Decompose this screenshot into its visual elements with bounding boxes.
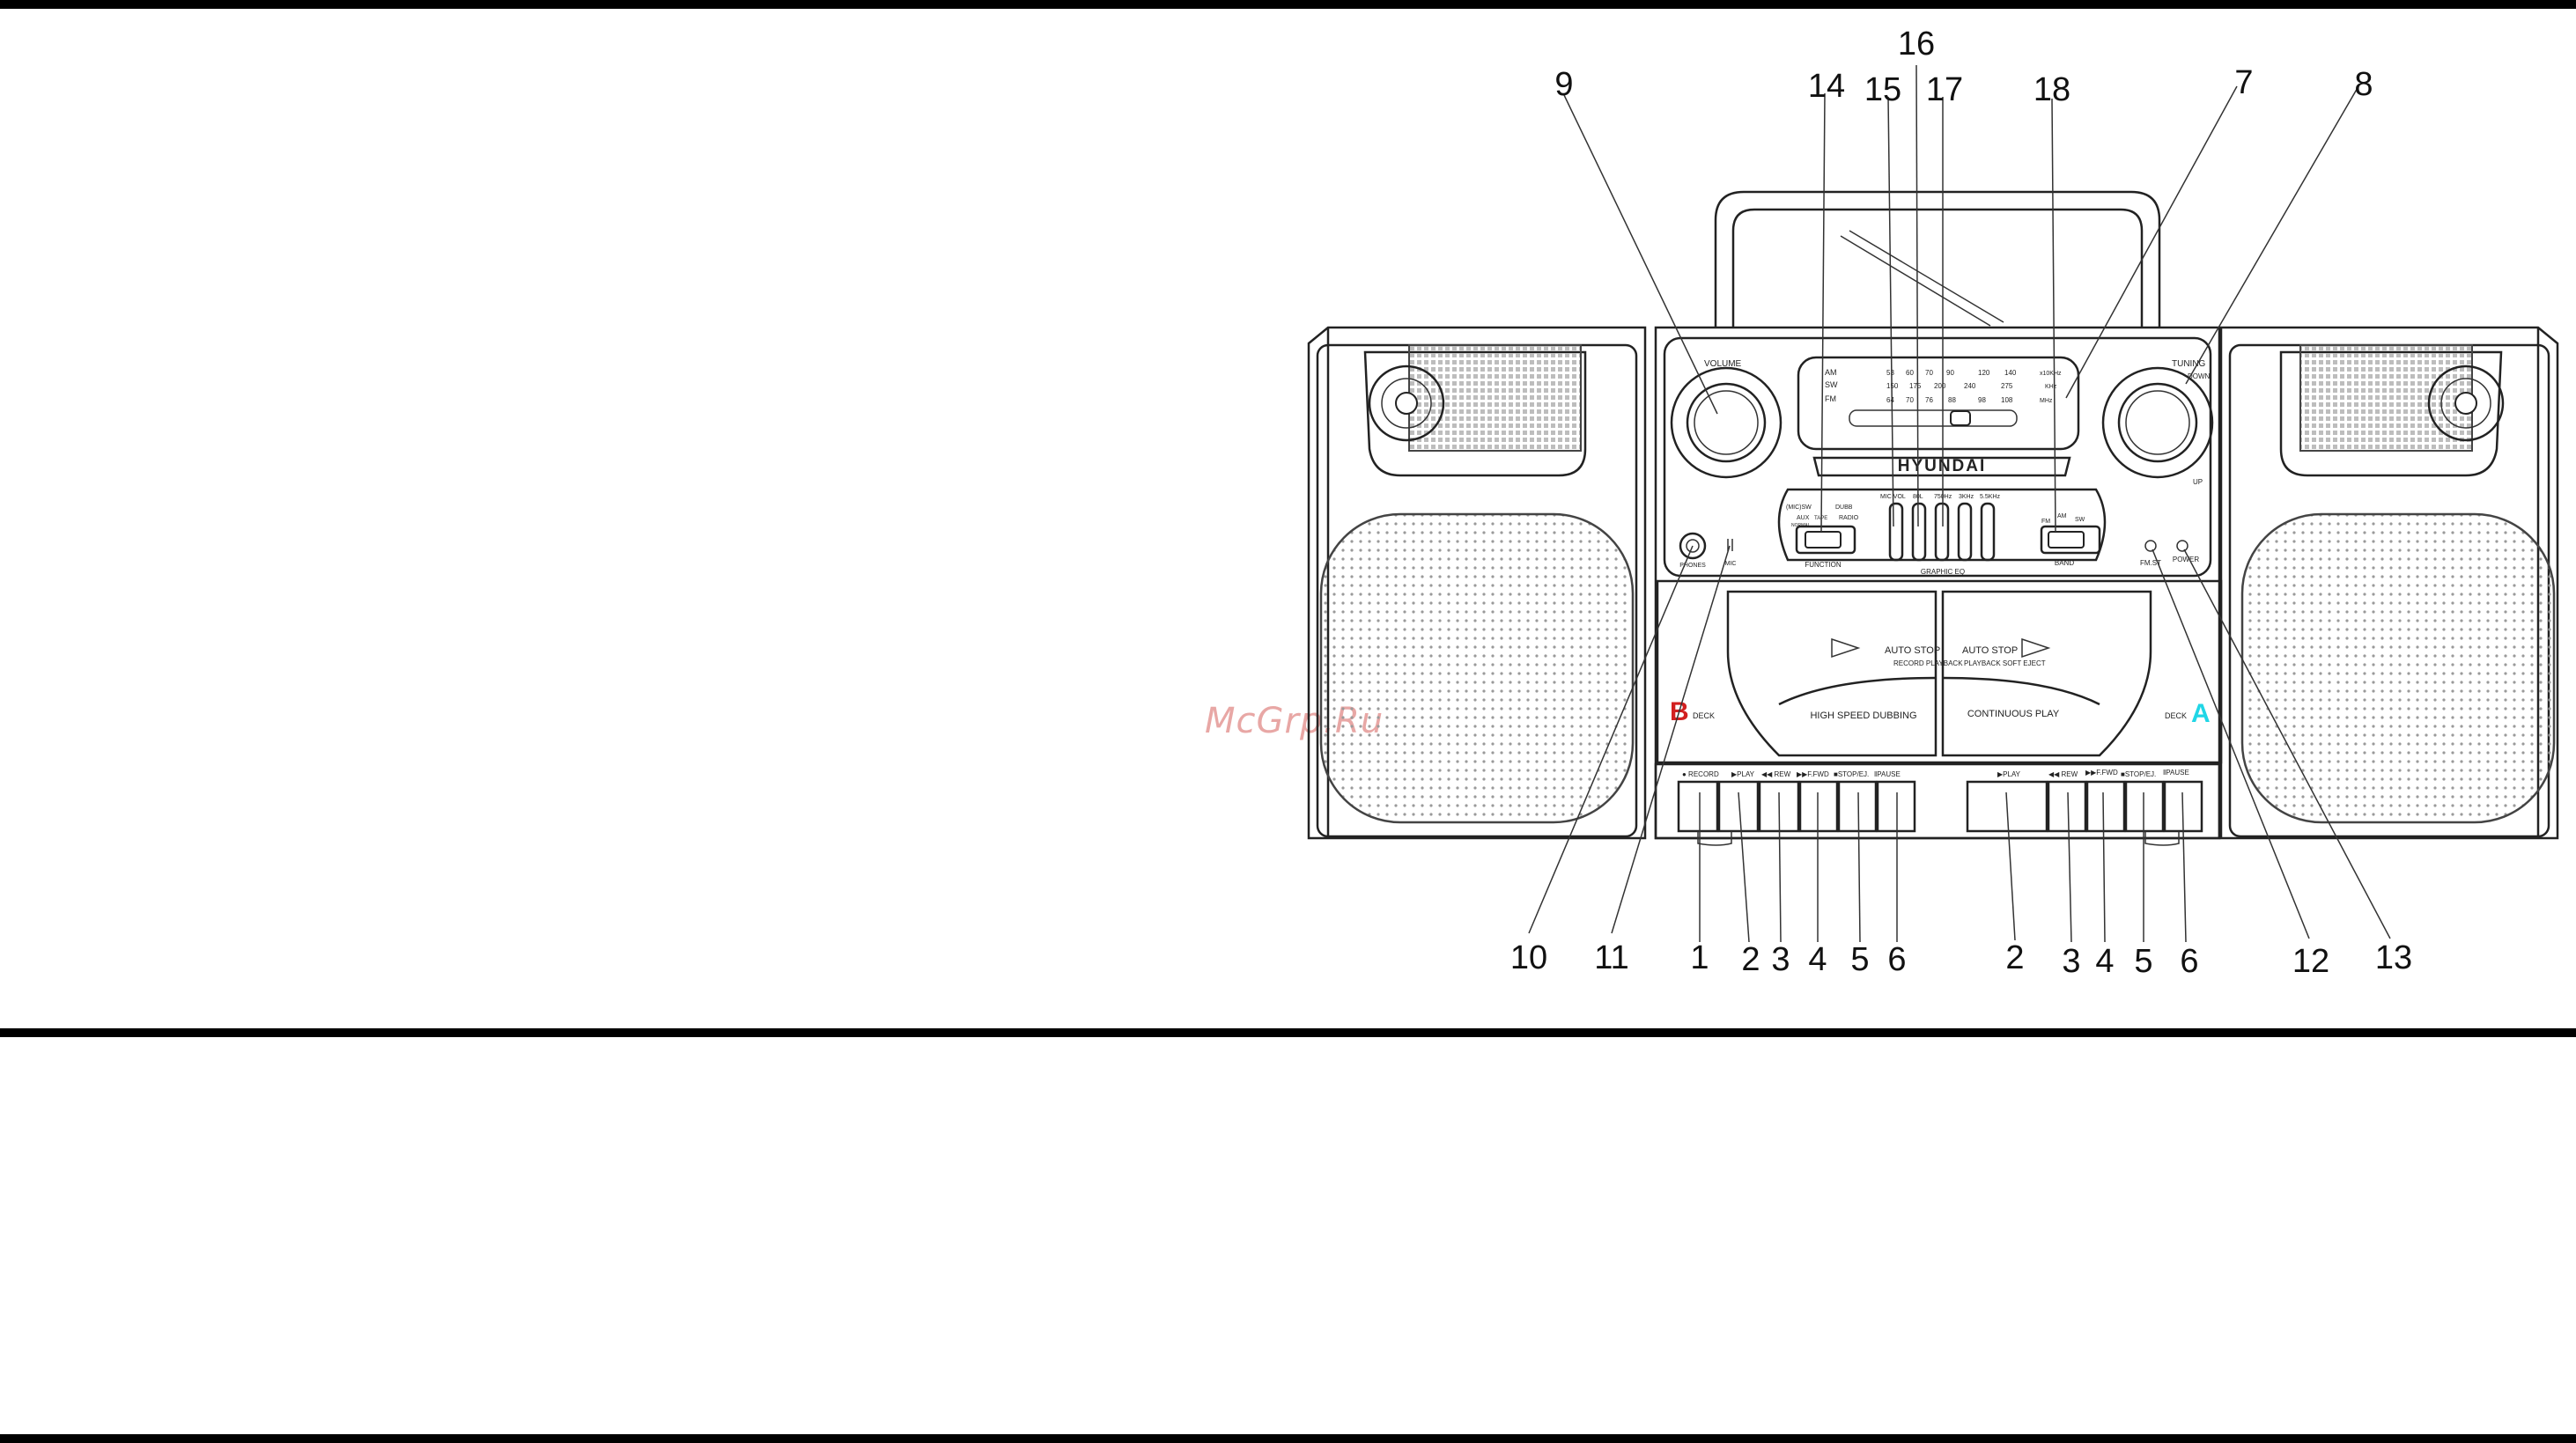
dial-am-value: 60 [1906,369,1914,377]
function-label: FUNCTION [1805,561,1842,569]
deck-b-keys [1677,780,1916,846]
callout-12: 12 [2292,943,2329,980]
band-label: BAND [2055,559,2074,567]
main-body [1654,326,2223,840]
dial-fm-value: 88 [1948,396,1956,404]
callout-14: 14 [1808,68,1845,105]
carry-handle [1714,190,2161,328]
function-option: RADIO [1839,515,1859,521]
callout-15: 15 [1864,71,1901,108]
band-option: AM [2057,513,2067,519]
volume-label: VOLUME [1704,359,1742,369]
callout-5b: 5 [2134,943,2152,980]
playback-soft-eject-label: PLAYBACK SOFT EJECT [1964,659,2046,667]
fm-st-label: FM.ST [2140,559,2161,567]
dial-am-unit: x10KHz [2040,371,2062,377]
deck-a-rew-key-label: ◀◀ REW [2048,770,2078,778]
dial-fm-value: 70 [1906,396,1914,404]
callout-5: 5 [1850,941,1869,978]
dial-fm-value: 108 [2001,396,2013,404]
record-playback-label: RECORD PLAYBACK [1893,659,1963,667]
deck-a-pause-key-label: ‖PAUSE [2163,769,2189,777]
dial-fm-unit: MHz [2040,398,2053,404]
callout-3b: 3 [2062,943,2080,980]
callout-4: 4 [1808,941,1827,978]
deck-a-play-key-label: ▶PLAY [1997,770,2021,778]
deck-b-rew-key-label: ◀◀ REW [1761,770,1791,778]
dial-fm-label: FM [1825,394,1836,403]
brand-logo: HYUNDAI [1898,457,1987,475]
phones-label: PHONES [1679,563,1706,569]
callout-8: 8 [2354,66,2373,103]
down-label: DOWN [2188,372,2211,380]
deck-b-pause-key-label: ‖PAUSE [1874,770,1901,778]
high-speed-dubbing-label: HIGH SPEED DUBBING [1810,710,1916,721]
tuning-label: TUNING [2172,359,2206,369]
graphic-eq-label: GRAPHIC EQ [1921,568,1965,576]
deck-a-stop-key-label: ■STOP/EJ. [2121,770,2156,778]
callout-2: 2 [1741,941,1760,978]
dial-am-value: 120 [1978,369,1990,377]
deck-b-label: DECK [1693,711,1715,720]
dial-am-value: 53 [1886,369,1894,377]
callout-13: 13 [2375,939,2412,976]
deck-a-label: DECK [2165,711,2187,720]
deck-a-letter: A [2191,699,2211,728]
callout-10: 10 [1510,939,1547,976]
callout-4b: 4 [2095,943,2114,980]
deck-a-keys [1966,780,2203,846]
auto-stop-label: AUTO STOP [1962,645,2018,656]
callout-6: 6 [1887,941,1906,978]
dial-am-value: 140 [2004,369,2017,377]
middle-rule [0,1028,2576,1037]
callout-7: 7 [2234,64,2253,101]
dial-sw-label: SW [1825,380,1838,389]
function-option: AUX [1797,515,1810,521]
auto-stop-label: AUTO STOP [1885,645,1940,656]
function-option: NORMAL [1791,523,1811,528]
callout-1: 1 [1690,939,1709,976]
callout-2b: 2 [2005,939,2024,976]
eq-band-label: 3KHz [1959,494,1974,500]
dial-sw-unit: KHz [2045,384,2057,390]
callout-3: 3 [1771,941,1790,978]
dial-am-value: 90 [1946,369,1954,377]
dial-sw-value: 150 [1886,382,1899,390]
dial-am-label: AM [1825,368,1837,377]
dial-sw-value: 240 [1964,382,1976,390]
right-speaker [2219,326,2559,840]
band-option: SW [2075,517,2085,523]
power-label: POWER [2173,556,2199,563]
mic-label: MIC [1725,561,1737,567]
dial-fm-value: 64 [1886,396,1894,404]
up-label: UP [2193,478,2203,486]
left-speaker [1307,326,1647,840]
dial-sw-value: 275 [2001,382,2013,390]
dial-fm-value: 98 [1978,396,1986,404]
callout-18: 18 [2033,71,2070,108]
callout-6b: 6 [2180,943,2198,980]
dial-fm-value: 76 [1925,396,1933,404]
dial-am-value: 70 [1925,369,1933,377]
deck-b-play-key-label: ▶PLAY [1731,770,1755,778]
deck-a-ffwd-key-label: ▶▶F.FWD [2085,769,2118,777]
callout-16: 16 [1898,26,1935,63]
dial-sw-value: 200 [1934,382,1946,390]
callout-17: 17 [1926,71,1963,108]
function-option: (MIC)SW [1786,504,1812,511]
deck-b-stop-key-label: ■STOP/EJ. [1834,770,1869,778]
continuous-play-label: CONTINUOUS PLAY [1967,709,2060,719]
band-option: FM [2041,519,2050,525]
function-option: DUBB [1835,504,1853,511]
deck-b-ffwd-key-label: ▶▶F.FWD [1797,770,1829,778]
eq-band-label: 5.5KHz [1980,494,2000,500]
dial-sw-value: 175 [1909,382,1922,390]
deck-b-record-key-label: ● RECORD [1682,770,1719,778]
bottom-rule [0,1434,2576,1443]
top-rule [0,0,2576,9]
callout-leaders [1528,64,2391,943]
callout-9: 9 [1554,66,1573,103]
callout-11: 11 [1594,939,1628,976]
